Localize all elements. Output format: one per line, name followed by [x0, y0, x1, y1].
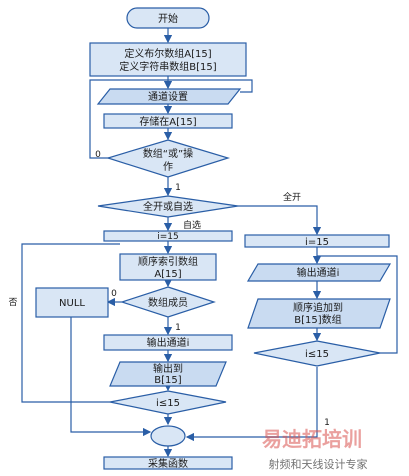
watermark-brand: 易迪拓培训	[262, 427, 362, 451]
array-member-decision	[120, 286, 216, 318]
seq-append-line2: B[15]数组	[294, 313, 341, 326]
i-init-left-box	[103, 230, 233, 242]
start-terminal	[126, 7, 210, 29]
collect-function-box	[103, 456, 233, 470]
seq-index-line2: A[15]	[154, 269, 181, 280]
i-check-right-decision	[253, 340, 381, 367]
i-check-left-decision	[109, 390, 227, 415]
store-a-box	[103, 113, 233, 129]
all-on-label: 全开	[283, 191, 301, 203]
collect-function-label: 采集函数	[148, 457, 188, 470]
array-member-label: 数组成员	[148, 296, 188, 309]
join-connector	[150, 425, 186, 447]
edge-right-end	[185, 367, 318, 442]
array-or-line1: 数组“或”操	[143, 147, 193, 160]
null-box	[35, 287, 109, 318]
output-channel-right-io	[246, 263, 392, 282]
output-to-b-io	[109, 361, 227, 387]
edge-null-join	[70, 317, 152, 437]
edge-right-loop	[317, 255, 398, 354]
output-channel-left-box	[103, 334, 233, 351]
i-check-right-label: i≤15	[305, 349, 329, 360]
output-channel-right-label: 输出通道i	[297, 266, 340, 279]
seq-index-box	[119, 253, 217, 281]
edge-or-zero-loop	[89, 79, 253, 159]
define-line1: 定义布尔数组A[15]	[124, 47, 211, 60]
or-zero-label: 0	[95, 150, 101, 160]
member-one-label: 1	[175, 323, 181, 333]
edge-left-loop-no	[21, 243, 120, 403]
member-zero-label: 0	[111, 289, 117, 299]
i-init-right-label: i=15	[305, 237, 329, 248]
output-channel-left-label: 输出通道i	[147, 336, 190, 349]
i-init-right-box	[244, 234, 390, 248]
channel-settings-label: 通道设置	[148, 90, 188, 103]
i-check-left-label: i≤15	[156, 398, 180, 409]
output-to-line1: 输出到	[153, 362, 183, 375]
define-line2: 定义字符串数组B[15]	[119, 60, 216, 73]
array-or-decision	[105, 139, 231, 178]
output-to-line2: B[15]	[154, 375, 181, 386]
all-on-or-select-decision	[97, 195, 239, 218]
seq-index-line1: 顺序索引数组	[138, 255, 198, 268]
all-on-or-select-label: 全开或自选	[143, 200, 193, 213]
edges	[21, 28, 398, 458]
define-arrays-box	[89, 42, 247, 77]
channel-settings-io	[96, 88, 242, 105]
self-select-label: 自选	[183, 219, 201, 231]
loop-one-label: 1	[324, 418, 330, 428]
seq-append-io	[247, 298, 391, 329]
store-a-label: 存储在A[15]	[139, 115, 196, 128]
or-one-label: 1	[175, 183, 181, 193]
watermark-subtitle: 射频和天线设计专家	[269, 457, 368, 471]
null-label: NULL	[59, 298, 85, 309]
edge-all-on-right	[238, 205, 322, 236]
seq-append-line1: 顺序追加到	[293, 301, 343, 314]
no-label: 否	[8, 297, 17, 308]
array-or-line2: 作	[163, 161, 173, 173]
i-init-left-label: i=15	[157, 232, 179, 242]
start-label: 开始	[158, 12, 178, 25]
